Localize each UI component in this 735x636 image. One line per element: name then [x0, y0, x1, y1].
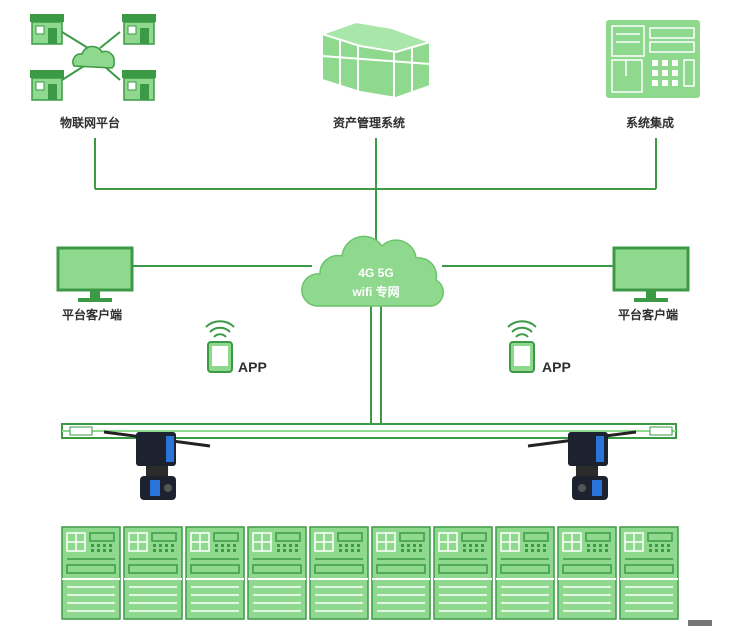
app-label-left: APP [238, 359, 267, 375]
server-cabinet-row [61, 526, 679, 620]
inspection-robot-left [103, 430, 211, 500]
shop-icon [30, 14, 64, 45]
rail-track [61, 423, 677, 439]
client-label-left: 平台客户端 [62, 308, 123, 322]
asset-management-label: 资产管理系统 [333, 116, 406, 130]
cloud-line-2: wifi 专网 [352, 285, 400, 299]
system-integration-label: 系统集成 [626, 116, 675, 130]
iot-platform-label: 物联网平台 [60, 116, 121, 130]
cloud-icon [301, 235, 444, 307]
corner-mark [688, 620, 712, 626]
cloud-line-1: 4G 5G [358, 266, 394, 280]
inspection-robot-right [527, 430, 637, 500]
phone-wifi-icon-left [205, 320, 235, 373]
cube-stack-icon [318, 20, 434, 100]
monitor-icon-right [612, 246, 690, 302]
iot-platform-icon [29, 13, 157, 101]
app-label-right: APP [542, 359, 571, 375]
control-panel-icon [606, 20, 700, 98]
monitor-icon-left [56, 246, 134, 302]
connector-lines [94, 138, 657, 424]
phone-wifi-icon-right [507, 320, 537, 373]
client-label-right: 平台客户端 [618, 308, 679, 322]
